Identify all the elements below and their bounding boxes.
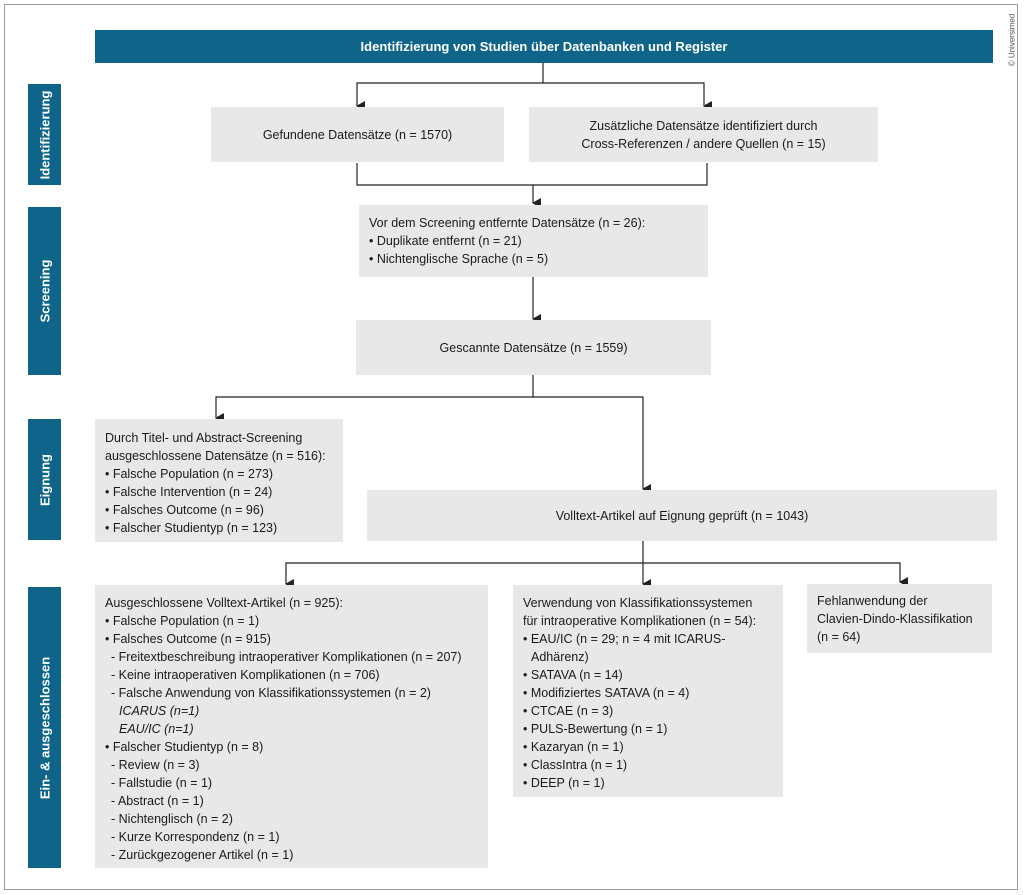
side-label-eignung: Eignung (28, 419, 61, 540)
box-volltext-geprueft: Volltext-Artikel auf Eignung geprüft (n … (367, 490, 997, 541)
box-titel-abstract: Durch Titel- und Abstract-Screening ausg… (95, 419, 343, 542)
box-verwendung: Verwendung von Klassifikationssystemen f… (513, 585, 783, 797)
connector-merge (356, 163, 708, 186)
connector-header-split (356, 63, 544, 111)
header-title: Identifizierung von Studien über Datenba… (360, 39, 728, 54)
box-ausgeschlossen: Ausgeschlossene Volltext-Artikel (n = 92… (95, 585, 488, 868)
box-gescannt: Gescannte Datensätze (n = 1559) (356, 320, 711, 375)
box-zusaetzlich: Zusätzliche Datensätze identifiziert dur… (529, 107, 878, 162)
connector-to-fulltext (533, 396, 651, 494)
connector-header-right (543, 82, 712, 111)
box-fehlanwendung: Fehlanwendung der Clavien-Dindo-Klassifi… (807, 584, 992, 653)
side-label-identifizierung: Identifizierung (28, 84, 61, 185)
box-gefunden: Gefundene Datensätze (n = 1570) (211, 107, 504, 162)
box-entfernt: Vor dem Screening entfernte Datensätze (… (359, 205, 708, 277)
side-label-eingeschlossen: Ein- & ausgeschlossen (28, 587, 61, 868)
connector-fulltext-split (285, 541, 644, 589)
diagram-frame (4, 4, 1018, 890)
header-bar: Identifizierung von Studien über Datenba… (95, 30, 993, 63)
side-label-screening: Screening (28, 207, 61, 375)
connector-scanned-split (215, 375, 534, 423)
connector-to-fehlanwendung (643, 562, 908, 587)
